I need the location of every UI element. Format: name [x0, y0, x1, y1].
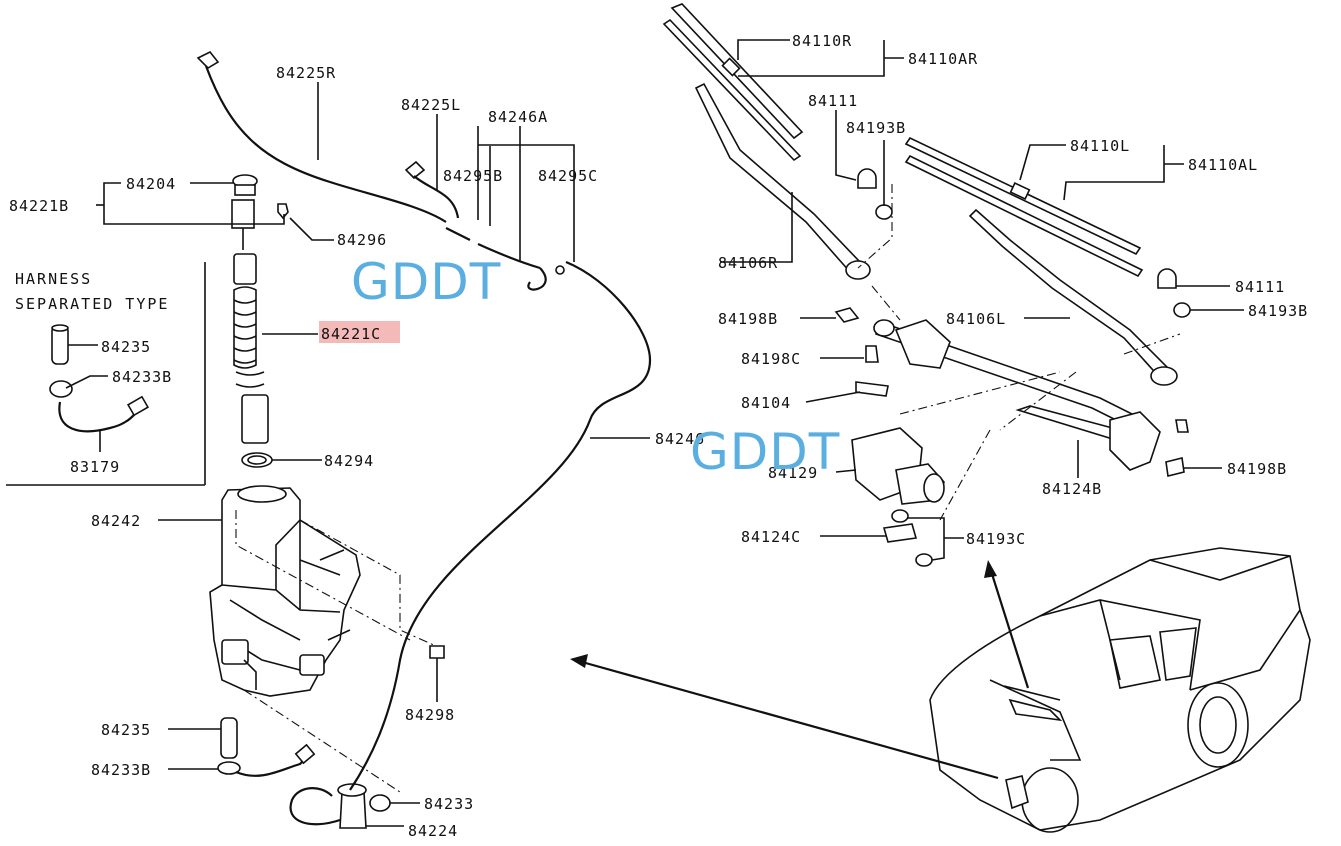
label-84224: 84224	[408, 822, 458, 840]
joint-84295C	[527, 267, 547, 291]
label-84124C: 84124C	[741, 528, 801, 546]
bracket-84124C	[882, 523, 918, 543]
label-84225R: 84225R	[276, 64, 336, 82]
washer-hoses	[196, 50, 652, 791]
highlight-84221C	[319, 321, 400, 343]
clip-84296	[277, 203, 289, 220]
label-84233B: 84233B	[91, 761, 151, 779]
label-84296: 84296	[337, 231, 387, 249]
nozzle-84225R	[196, 50, 220, 70]
label-84221B: 84221B	[9, 197, 69, 215]
seal-84294	[241, 452, 273, 468]
joint-84295B	[445, 227, 471, 241]
label-83179: 83179	[70, 458, 120, 476]
label-84110AR: 84110AR	[908, 50, 978, 68]
cap-84111-top	[857, 168, 877, 189]
label-84110AL: 84110AL	[1188, 156, 1258, 174]
label-84295B: 84295B	[443, 167, 503, 185]
label-84221C: 84221C	[321, 325, 381, 343]
bolt-84298	[429, 645, 445, 659]
label-84106L: 84106L	[946, 310, 1006, 328]
inset-grommet-84233B	[49, 380, 73, 398]
wiper-assembly	[662, 3, 1191, 567]
pump-outlet-hose	[289, 787, 341, 826]
label-84198B-right: 84198B	[1227, 460, 1287, 478]
label-84242: 84242	[91, 512, 141, 530]
bolt-84198C	[865, 345, 879, 363]
nut-84193B-right	[1173, 302, 1191, 318]
label-84235: 84235	[101, 721, 151, 739]
label-84129: 84129	[768, 464, 818, 482]
main-hose-84246	[349, 260, 652, 791]
label-84110L: 84110L	[1070, 137, 1130, 155]
hose-84225L	[413, 175, 460, 219]
filler-hose-top	[233, 253, 257, 285]
label-84110R: 84110R	[792, 32, 852, 50]
grommet-84233	[369, 794, 391, 812]
label-84204: 84204	[126, 175, 176, 193]
hose-84246A	[477, 242, 541, 270]
label-84235-inset: 84235	[101, 338, 151, 356]
label-84111-right: 84111	[1235, 278, 1285, 296]
label-84295C: 84295C	[538, 167, 598, 185]
inset-harness-separated: HARNESS SEPARATED TYPE 84235 84233B 8317…	[6, 262, 206, 486]
watermark-top: GDDT	[351, 253, 501, 311]
part-labels: 84225R 84225L 84246A 84295B 84295C 84204…	[9, 32, 1308, 840]
watermark-middle: GDDT	[690, 423, 840, 481]
cap-84111-right	[1157, 268, 1177, 289]
label-84198B-left: 84198B	[718, 310, 778, 328]
label-84246A: 84246A	[488, 108, 548, 126]
label-84111-top: 84111	[808, 92, 858, 110]
label-84193B-right: 84193B	[1248, 302, 1308, 320]
inset-title-line2: SEPARATED TYPE	[15, 295, 169, 313]
label-84106R: 84106R	[718, 254, 778, 272]
truck-illustration	[929, 547, 1311, 833]
hose-84225R	[204, 65, 447, 223]
inset-pump-cap	[51, 324, 69, 332]
pump-body-84235	[220, 717, 238, 759]
pivot-left	[894, 319, 951, 369]
label-84294: 84294	[324, 452, 374, 470]
pump-harness	[235, 753, 311, 777]
bolt-84198B-right	[1165, 457, 1185, 477]
leader-lines	[96, 39, 1244, 827]
nut-84193B-top	[875, 204, 893, 220]
washer-pump-84224	[339, 791, 367, 829]
label-84225L: 84225L	[401, 96, 461, 114]
inset-connector	[126, 395, 150, 417]
label-84104: 84104	[741, 394, 791, 412]
pivot-right	[1109, 411, 1161, 471]
label-84246: 84246	[655, 430, 705, 448]
label-84233B-inset: 84233B	[112, 368, 172, 386]
label-84193C: 84193C	[966, 530, 1026, 548]
nut-84193C-a	[891, 509, 909, 523]
label-84124B: 84124B	[1042, 480, 1102, 498]
nozzle-84225L	[404, 160, 426, 180]
pointer-arrows	[570, 560, 1030, 780]
label-84198C: 84198C	[741, 350, 801, 368]
bracket-84104	[855, 381, 889, 397]
label-84233: 84233	[424, 795, 474, 813]
filler-hose-lower	[241, 394, 269, 444]
bolt-84198B-left	[834, 307, 860, 323]
label-84298: 84298	[405, 706, 455, 724]
label-84193B-top: 84193B	[846, 119, 906, 137]
inset-title-line1: HARNESS	[15, 270, 92, 288]
grommet-84233B	[217, 761, 241, 775]
washer-tank-assembly	[209, 174, 445, 829]
nut-84193C-b	[915, 553, 933, 567]
